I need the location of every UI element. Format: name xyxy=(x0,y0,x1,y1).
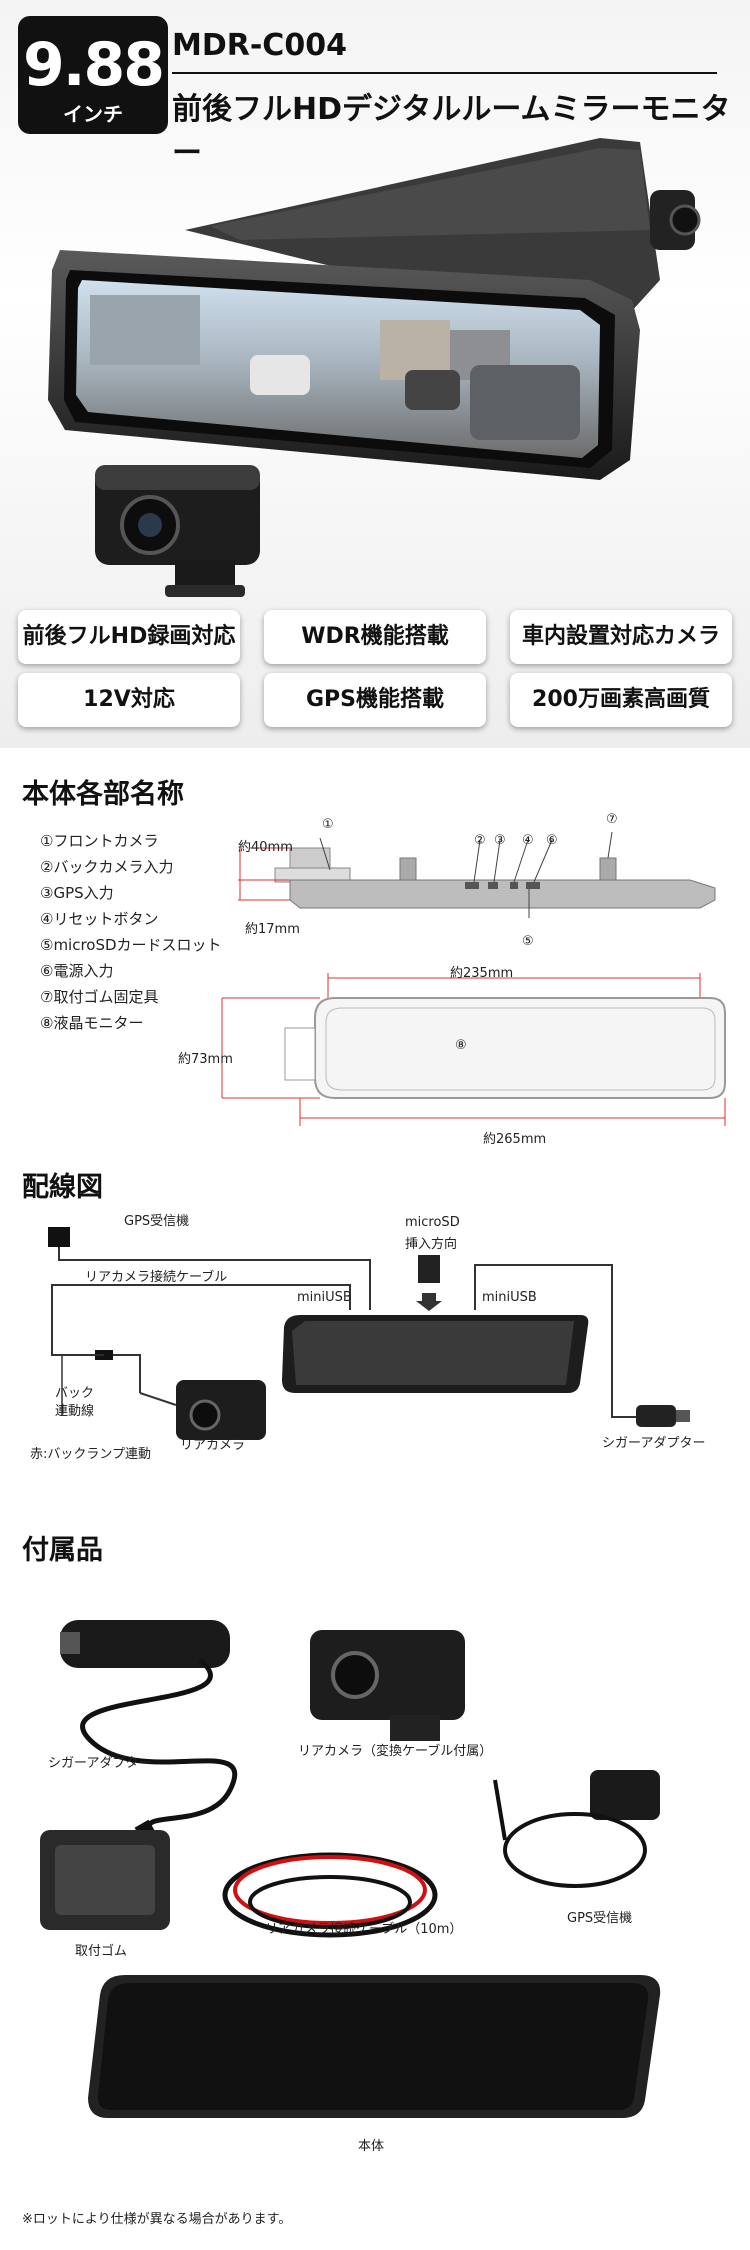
accessories-heading: 付属品 xyxy=(22,1535,103,1566)
dim-265mm: 約265mm xyxy=(483,1132,547,1147)
wiring-microsd-label: microSD xyxy=(405,1215,460,1230)
model-number: MDR-C004 xyxy=(172,28,347,63)
badge-unit: インチ xyxy=(63,102,123,126)
callout-1: ① xyxy=(322,817,334,832)
hero-section: 9.88 インチ MDR-C004 前後フルHDデジタルルームミラーモニター xyxy=(0,0,750,748)
part-item-5: ⑤microSDカードスロット xyxy=(40,936,222,954)
callout-4: ④ xyxy=(522,833,534,848)
part-item-7: ⑦取付ゴム固定具 xyxy=(40,988,159,1006)
part-item-3: ③GPS入力 xyxy=(40,884,114,902)
badge-number: 9.88 xyxy=(22,30,165,100)
front-view-diagram xyxy=(221,973,726,1126)
acc-body-label: 本体 xyxy=(358,2139,385,2154)
dim-73mm: 約73mm xyxy=(178,1052,233,1067)
callout-8: ⑧ xyxy=(455,1038,467,1053)
part-item-6: ⑥電源入力 xyxy=(40,962,114,980)
acc-cable-label: リアカメラ接続ケーブル（10m） xyxy=(265,1922,463,1937)
wiring-cigar-label: シガーアダプター xyxy=(602,1436,706,1451)
acc-rear-camera-label: リアカメラ（変換ケーブル付属） xyxy=(298,1744,493,1759)
dim-17mm: 約17mm xyxy=(245,922,300,937)
callout-3: ③ xyxy=(494,833,506,848)
feature-badge-6: 200万画素高画質 xyxy=(510,673,732,727)
wiring-miniusb-right: miniUSB xyxy=(482,1290,537,1305)
product-subtitle: 前後フルHDデジタルルームミラーモニター xyxy=(172,92,731,171)
dim-235mm: 約235mm xyxy=(450,966,514,981)
title-divider xyxy=(172,72,717,74)
acc-rubber-label: 取付ゴム xyxy=(75,1944,128,1959)
wiring-back-label-2: 連動線 xyxy=(55,1404,95,1419)
parts-list: ①フロントカメラ ②バックカメラ入力 ③GPS入力 ④リセットボタン ⑤micr… xyxy=(40,828,222,1036)
feature-badge-1: 前後フルHD録画対応 xyxy=(18,610,240,664)
side-view-diagram xyxy=(238,831,716,918)
callout-5: ⑤ xyxy=(522,934,534,949)
wiring-rear-camera-label: リアカメラ xyxy=(180,1438,246,1453)
callout-7: ⑦ xyxy=(606,812,618,827)
acc-cigar-label: シガーアダプター xyxy=(48,1756,152,1771)
feature-badge-4: 12V対応 xyxy=(18,673,240,727)
feature-badge-5: GPS機能搭載 xyxy=(264,673,486,727)
wiring-gps-label: GPS受信機 xyxy=(124,1214,190,1229)
wiring-heading: 配線図 xyxy=(22,1172,103,1203)
part-item-2: ②バックカメラ入力 xyxy=(40,858,174,876)
wiring-miniusb-left: miniUSB xyxy=(297,1290,352,1305)
acc-gps-label: GPS受信機 xyxy=(567,1911,633,1926)
callout-6: ⑥ xyxy=(546,833,558,848)
parts-heading: 本体各部名称 xyxy=(22,779,184,810)
dim-40mm: 約40mm xyxy=(238,840,293,855)
part-item-1: ①フロントカメラ xyxy=(40,832,159,850)
wiring-red-label: 赤:バックランプ連動 xyxy=(30,1447,151,1462)
feature-badge-2: WDR機能搭載 xyxy=(264,610,486,664)
accessories-image xyxy=(40,1620,661,2118)
feature-badge-3: 車内設置対応カメラ xyxy=(510,610,732,664)
footnote: ※ロットにより仕様が異なる場合があります。 xyxy=(22,2212,292,2227)
size-badge: 9.88 インチ xyxy=(18,16,168,134)
callout-2: ② xyxy=(474,833,486,848)
part-item-8: ⑧液晶モニター xyxy=(40,1014,144,1032)
wiring-back-label-1: バック xyxy=(55,1386,95,1401)
wiring-insert-label: 挿入方向 xyxy=(405,1237,458,1252)
wiring-rear-cable-label: リアカメラ接続ケーブル xyxy=(85,1270,228,1285)
wiring-diagram xyxy=(48,1227,690,1440)
mirror-monitor-image xyxy=(48,138,701,597)
part-item-4: ④リセットボタン xyxy=(40,910,159,928)
